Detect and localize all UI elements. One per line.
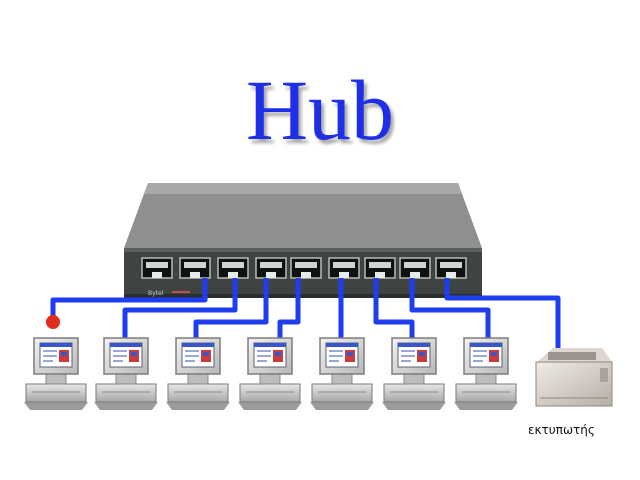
computer bbox=[238, 337, 302, 410]
cable bbox=[444, 278, 561, 352]
connection-indicator bbox=[46, 315, 60, 329]
hub-port bbox=[141, 257, 173, 279]
hub-top bbox=[124, 183, 482, 248]
hub-port bbox=[290, 257, 322, 279]
printer-label: εκτυπωτής bbox=[528, 423, 595, 437]
hub-port bbox=[364, 257, 396, 279]
hub-port bbox=[399, 257, 431, 279]
network-cables bbox=[50, 278, 561, 352]
computer bbox=[24, 337, 88, 410]
hub-device: Bytel bbox=[124, 183, 482, 298]
printer bbox=[535, 348, 613, 407]
hub-port bbox=[328, 257, 360, 279]
diagram-title: Hub bbox=[245, 62, 395, 158]
cable bbox=[277, 278, 301, 338]
hub-port bbox=[255, 257, 287, 279]
computer bbox=[166, 337, 230, 410]
computer bbox=[310, 337, 374, 410]
cable bbox=[122, 278, 238, 338]
computers bbox=[24, 337, 518, 410]
cable bbox=[373, 278, 415, 338]
hub-port bbox=[179, 257, 211, 279]
cable bbox=[50, 278, 208, 322]
cable bbox=[193, 278, 269, 338]
hub-port bbox=[435, 257, 467, 279]
hub-port bbox=[217, 257, 249, 279]
computer bbox=[94, 337, 158, 410]
computer bbox=[454, 337, 518, 410]
hub-brand-label: Bytel bbox=[148, 290, 164, 297]
cable bbox=[409, 278, 491, 338]
hub-ports bbox=[141, 257, 467, 279]
computer bbox=[382, 337, 446, 410]
